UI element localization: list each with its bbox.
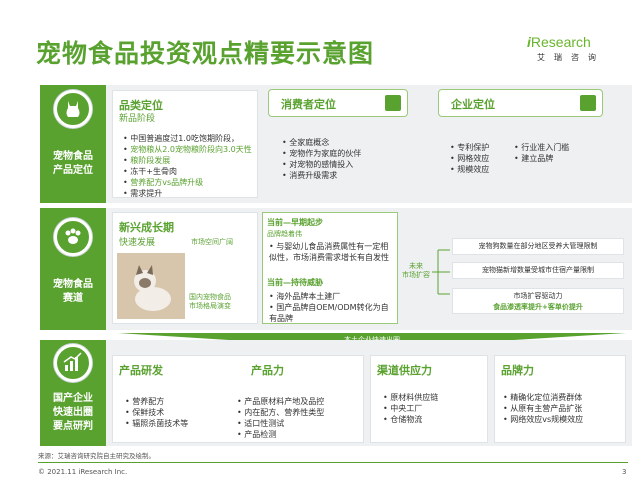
right-box-3: 市场扩容驱动力 食品渗透率提升+客单价提升 [452, 288, 624, 314]
iresearch-logo: iResearch 艾瑞咨询 [527, 34, 605, 62]
page-number: 3 [622, 468, 627, 476]
consumer-list: 全家庭概念 宠物作为家庭的伙伴 对宠物的感情投入 消费升级需求 [282, 137, 361, 181]
cat-icon [54, 90, 92, 128]
enterprise-list-1: 专利保护 网格效应 规模效应 [450, 142, 489, 175]
page-title: 宠物食品投资观点精要示意图 [36, 39, 375, 68]
enterprise-list-2: 行业准入门槛 建立品牌 [514, 142, 569, 164]
paw-icon [54, 218, 92, 256]
right-box-2: 宠物猫新增数量受城市住宿产量限制 [452, 262, 624, 279]
emerging-card: 新兴成长期 快速发展 市场空间广阔 国内宠物食品 市场格局演变 [112, 212, 258, 324]
category-positioning-card: 品类定位 新品阶段 中国普遍度过1.0吃饱期阶段， 宠物粮从2.0宠物粮阶段向3… [112, 90, 258, 198]
source-note: 来源：艾瑞咨询研究院自主研究及绘制。 [38, 452, 155, 460]
chart-icon [54, 344, 92, 382]
row2-label: 宠物食品 赛道 [53, 279, 93, 304]
supply-card: 渠道供应力 原材料供应链 中央工厂 仓储物流 [370, 355, 488, 443]
rd-capacity-card: 产品研发 营养配方 保鲜技术 辐照杀菌技术等 产品力 产品原材料产地及品控 内在… [112, 355, 364, 443]
right-box-1: 宠物狗数量在部分地区受养大管理限制 [452, 238, 624, 255]
enterprise-tag: 企业定位 [438, 89, 603, 117]
current-stage-card: 当前—早期起步 品牌趋着伟 与婴幼儿食品消费属性有一定相似性，市场消费需求增长有… [262, 212, 398, 324]
future-label: 未来 市场扩容 [402, 262, 430, 279]
brand-card: 品牌力 精确化定位消费群体 从原有主营产品扩张 网络效应vs规模效应 [494, 355, 626, 443]
building-icon [580, 95, 596, 111]
row3-label: 国产企业 快速出圈 要点研判 [53, 393, 93, 432]
copyright: © 2021.11 iResearch Inc. [38, 468, 128, 476]
row1-label: 宠物食品 产品定位 [53, 151, 93, 176]
kitten-photo [117, 253, 185, 319]
bracket-icon [432, 249, 450, 295]
consumer-tag: 消费者定位 [268, 89, 408, 117]
people-icon [385, 95, 401, 111]
category-list: 中国普遍度过1.0吃饱期阶段， 宠物粮从2.0宠物粮阶段向3.0天性 粮阶段发展… [123, 133, 257, 199]
